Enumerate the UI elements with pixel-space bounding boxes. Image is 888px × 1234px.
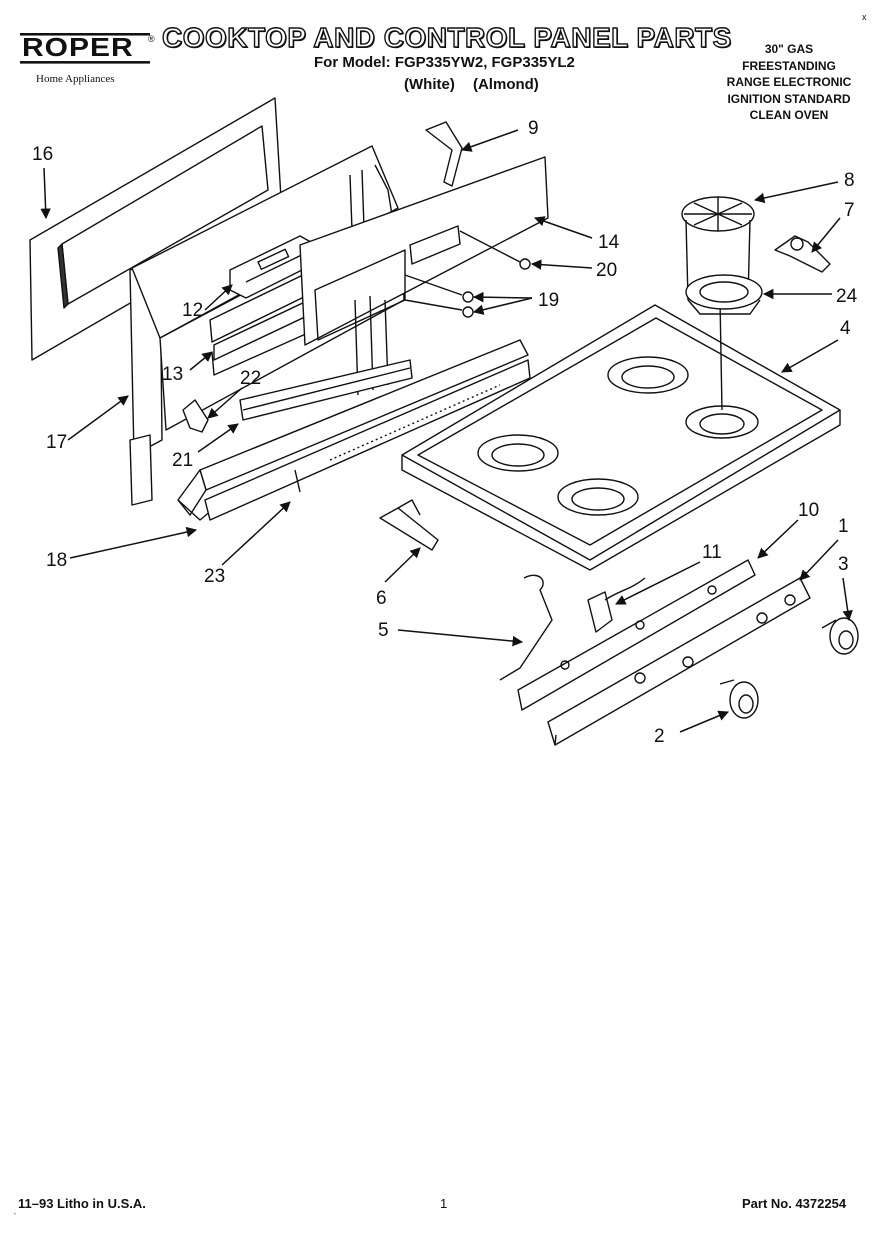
corner-mark: x (862, 12, 867, 22)
leader-18 (69, 526, 198, 559)
logo-subtitle: Home Appliances (36, 73, 115, 85)
callout-3: 3 (838, 554, 849, 575)
footer-tick-mark: ’ (14, 1212, 16, 1221)
leader-19 (472, 291, 533, 303)
spec-line: 30" GAS (764, 42, 814, 56)
part-screws-19 (404, 274, 474, 318)
leader-16 (40, 167, 51, 220)
callout-9: 9 (528, 118, 539, 139)
page-title: COOKTOP AND CONTROL PANEL PARTS (161, 21, 732, 53)
callout-16: 16 (32, 144, 53, 165)
part-trim-strip (239, 359, 413, 421)
leader-6 (384, 547, 421, 583)
part-clip (182, 399, 209, 433)
leader-21 (197, 423, 239, 453)
spec-line: IGNITION STANDARD (727, 91, 851, 106)
leader-17 (67, 395, 129, 441)
logo-wordmark: ROPER (20, 33, 150, 64)
callout-14: 14 (598, 232, 620, 253)
part-number: Part No. 4372254 (742, 1196, 847, 1211)
callout-24: 24 (836, 286, 858, 307)
part-igniter (774, 235, 831, 273)
callout-20: 20 (596, 260, 617, 281)
leader-4 (781, 339, 839, 373)
leader-7 (811, 217, 841, 253)
callout-10: 10 (798, 500, 819, 521)
callout-11: 11 (702, 542, 722, 563)
part-screw-20 (459, 230, 531, 270)
part-door-glass (29, 97, 283, 361)
callout-19: 19 (538, 290, 559, 311)
callout-13: 13 (162, 364, 183, 385)
callout-17: 17 (46, 432, 67, 453)
model-numbers: For Model: FGP335YW2, FGP335YL2 (314, 54, 575, 71)
leader-3 (842, 577, 853, 622)
part-knob-3 (821, 617, 859, 655)
part-cooktop (401, 299, 841, 571)
callout-22: 22 (240, 368, 261, 389)
leader-23 (221, 501, 291, 566)
callout-23: 23 (204, 566, 225, 587)
callout-21: 21 (172, 450, 193, 471)
callout-1: 1 (838, 516, 849, 537)
part-burner-cap (685, 274, 763, 315)
leader-22 (207, 387, 243, 419)
callout-4: 4 (840, 318, 851, 339)
model-colors: (White) (Almond) (404, 76, 539, 93)
leader-10 (757, 519, 799, 559)
leader-2 (679, 710, 729, 733)
part-lower-trim (204, 359, 531, 521)
part-spring-rod (499, 574, 553, 681)
leader-13 (189, 351, 213, 371)
range-spec: 30" GAS FREESTANDING RANGE ELECTRONIC IG… (700, 41, 878, 124)
callout-2: 2 (654, 726, 665, 747)
part-knob-bracket (379, 499, 439, 551)
spec-line: RANGE ELECTRONIC (726, 75, 852, 89)
leader-1 (799, 539, 839, 581)
callout-12: 12 (182, 300, 203, 321)
page-number: 1 (440, 1196, 448, 1211)
leader-9 (461, 129, 519, 152)
part-manifold-cover (517, 559, 756, 711)
callout-8: 8 (844, 170, 855, 191)
spec-line: CLEAN OVEN (749, 108, 829, 122)
callout-7: 7 (844, 200, 855, 221)
leader-20 (530, 259, 593, 270)
leader-12 (204, 284, 233, 311)
leader-19b (472, 297, 533, 315)
roper-logo: ROPER Home Appliances (20, 33, 150, 85)
trademark-symbol: ® (148, 34, 155, 44)
part-bracket (425, 121, 463, 187)
leader-11 (615, 561, 701, 605)
part-valve (587, 577, 646, 633)
part-knob-2 (719, 679, 759, 719)
spec-line: FREESTANDING (742, 58, 836, 73)
callout-18: 18 (46, 550, 67, 571)
callout-5: 5 (378, 620, 389, 641)
callout-6: 6 (376, 588, 387, 609)
leader-8 (753, 181, 839, 204)
leader-14 (534, 216, 593, 239)
footer-litho-date: 11–93 Litho in U.S.A. (18, 1196, 146, 1211)
leader-5 (397, 629, 524, 647)
